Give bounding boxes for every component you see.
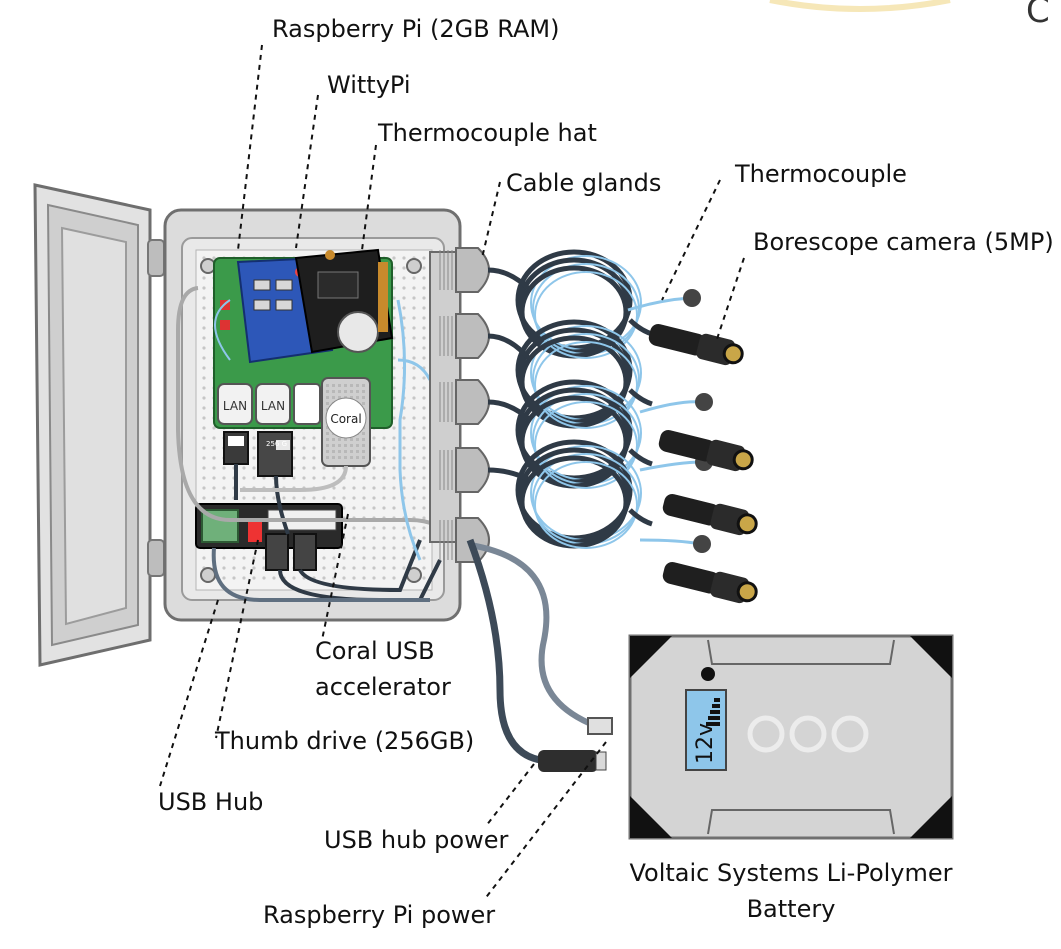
background-glow-arc [769,0,951,12]
cable-gland [455,447,490,493]
usb-hub-power-plug [538,750,598,772]
thermocouple-tip [695,393,713,411]
label-thermocouple-hat: Thermocouple hat [377,119,597,147]
label-thumb-drive: Thumb drive (256GB) [214,727,474,755]
svg-text:LAN: LAN [223,399,247,413]
thumb-drive: 256 G [257,431,293,477]
gpio-header [378,262,388,332]
pi-led [220,320,230,330]
thermocouple-probes [627,289,713,553]
battery-display [685,689,727,771]
cable-gland [455,379,490,425]
thermocouple-and-camera-cables [487,249,653,549]
hinge-top [147,239,165,277]
hub-usb-plug [293,533,317,571]
label-raspberry-pi: Raspberry Pi (2GB RAM) [272,15,560,43]
label-cable-glands: Cable glands [506,169,661,197]
enclosure-door [33,183,165,667]
label-battery-line1: Voltaic Systems Li-Polymer [629,859,952,887]
label-wittypi: WittyPi [327,71,411,99]
rtc-battery [337,311,379,353]
svg-text:12v: 12v [693,723,718,764]
svg-text:256 G: 256 G [266,440,287,448]
corner-letter-fragment: C [1026,0,1050,31]
cable-glands [429,247,490,563]
battery-level-bars [706,698,720,726]
thermocouple-tip [683,289,701,307]
hub-usb-plug [265,533,289,571]
cable-gland [455,247,490,293]
leader-lines [159,44,745,901]
cable-gland [455,313,490,359]
mount-screw [200,258,216,274]
label-borescope-camera: Borescope camera (5MP) [753,228,1054,256]
label-battery-line2: Battery [747,895,836,923]
svg-text:LAN: LAN [261,399,285,413]
power-cables [466,538,613,772]
pi-ethernet-port [293,383,321,425]
labels: Raspberry Pi (2GB RAM) WittyPi Thermocou… [158,15,1054,929]
pi-usb-port [255,383,291,425]
battery: 12v [628,634,954,840]
hinge-bottom [147,539,165,577]
label-thermocouple: Thermocouple [734,160,907,188]
raspberry-pi-power-plug [587,717,613,735]
label-usb-hub: USB Hub [158,788,263,816]
mount-screw [406,258,422,274]
pi-usb-port [217,383,253,425]
coral-usb-accelerator: Coral [321,377,371,467]
usb-plug [223,431,249,465]
label-coral-usb-line1: Coral USB [315,637,435,665]
label-raspberry-pi-power: Raspberry Pi power [263,901,495,929]
svg-text:Coral: Coral [330,412,361,426]
label-coral-usb-line2: accelerator [315,673,451,701]
borescope-cameras [648,323,758,604]
label-usb-hub-power: USB hub power [324,826,508,854]
mount-screw [200,567,216,583]
thermocouple-hat [294,248,394,354]
thermocouple-tip [693,535,711,553]
